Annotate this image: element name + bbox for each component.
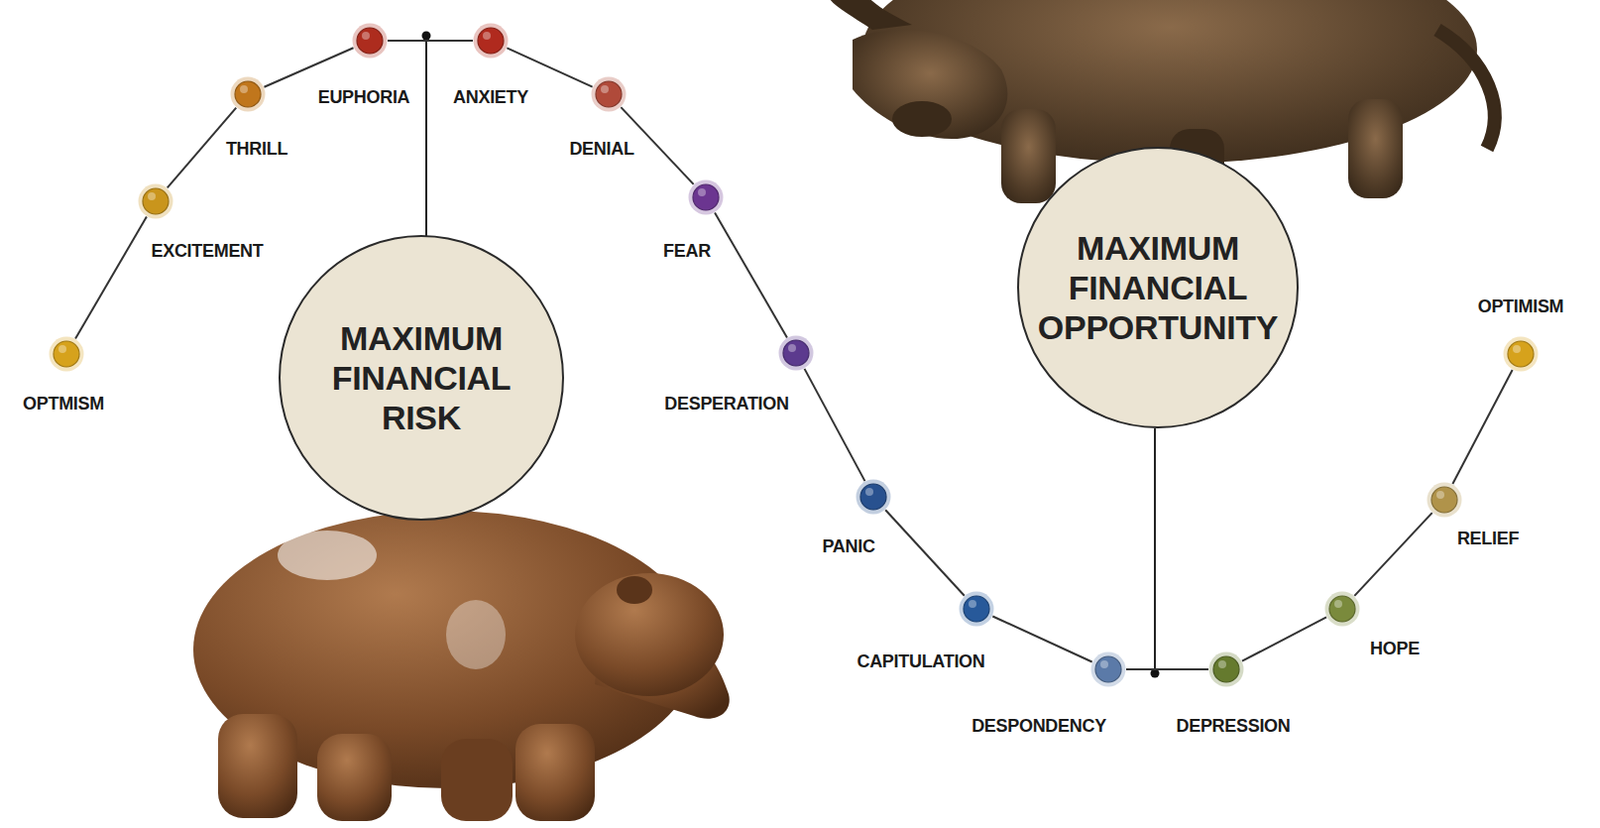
emotion-dot: RELIEF	[1426, 481, 1463, 518]
cycle-curve	[263, 47, 353, 88]
emotion-dot: OPTMISM	[48, 336, 85, 372]
emotion-label: EUPHORIA	[316, 87, 413, 108]
emotion-dot: THRILL	[229, 76, 266, 113]
emotion-dot: CAPITULATION	[958, 590, 995, 627]
dot-symbol	[958, 590, 995, 627]
emotion-label: THRILL	[224, 138, 290, 159]
circle-label: MAXIMUM FINANCIAL OPPORTUNITY	[1036, 228, 1279, 347]
dot-symbol	[1426, 481, 1463, 518]
cycle-curve	[804, 368, 866, 481]
emotion-dot: ANXIETY	[472, 22, 509, 59]
emotion-dot: EUPHORIA	[351, 22, 388, 59]
emotion-label: EXCITEMENT	[148, 240, 265, 261]
cycle-curve	[75, 217, 147, 340]
cycle-curve	[992, 616, 1092, 663]
extreme-circle: MAXIMUM FINANCIAL RISK	[278, 234, 565, 521]
cycle-curve	[387, 39, 473, 42]
emotion-label: FEAR	[661, 240, 713, 261]
cycle-curve	[1126, 668, 1209, 671]
emotion-dot: DESPERATION	[778, 335, 814, 371]
emotion-dot: OPTIMISM	[1502, 336, 1539, 372]
dot-symbol	[1208, 651, 1245, 687]
emotion-label: RELIEF	[1455, 528, 1521, 549]
dot-symbol	[1502, 336, 1539, 372]
cycle-curve	[1452, 369, 1512, 484]
cycle-curve	[1354, 512, 1432, 596]
dot-symbol	[472, 22, 509, 59]
cycle-curve	[1242, 616, 1327, 661]
bear-figure	[193, 510, 730, 821]
emotion-label: OPTIMISM	[1476, 296, 1567, 317]
emotion-label: DESPERATION	[662, 393, 791, 414]
dot-symbol	[778, 335, 814, 371]
emotion-label: DENIAL	[567, 138, 636, 159]
emotion-label: CAPITULATION	[854, 651, 987, 672]
emotion-dot: DEPRESSION	[1208, 651, 1245, 687]
dot-symbol	[855, 478, 892, 515]
emotion-dot: PANIC	[855, 478, 892, 515]
emotion-dot: HOPE	[1324, 590, 1361, 627]
cycle-curve	[714, 213, 788, 339]
circle-label: MAXIMUM FINANCIAL RISK	[298, 318, 545, 438]
dot-symbol	[229, 76, 266, 113]
dot-symbol	[590, 76, 627, 113]
emotion-label: ANXIETY	[451, 87, 531, 108]
cycle-curve	[506, 47, 592, 87]
emotion-dot: DESPONDENCY	[1090, 651, 1127, 687]
dot-symbol	[137, 183, 174, 220]
emotion-dot: FEAR	[687, 179, 724, 216]
dot-symbol	[1090, 651, 1127, 687]
emotion-label: OPTMISM	[20, 393, 107, 414]
dot-symbol	[48, 336, 85, 372]
emotion-label: HOPE	[1368, 638, 1422, 659]
emotion-dot: DENIAL	[590, 76, 627, 113]
dot-symbol	[1324, 590, 1361, 627]
cycle-curve	[885, 509, 965, 596]
emotion-label: PANIC	[819, 536, 877, 557]
dot-symbol	[687, 179, 724, 216]
emotion-label: DESPONDENCY	[969, 715, 1109, 736]
extreme-circle: MAXIMUM FINANCIAL OPPORTUNITY	[1017, 146, 1299, 429]
emotion-label: DEPRESSION	[1173, 715, 1292, 736]
dot-symbol	[351, 22, 388, 59]
emotion-dot: EXCITEMENT	[137, 183, 174, 220]
